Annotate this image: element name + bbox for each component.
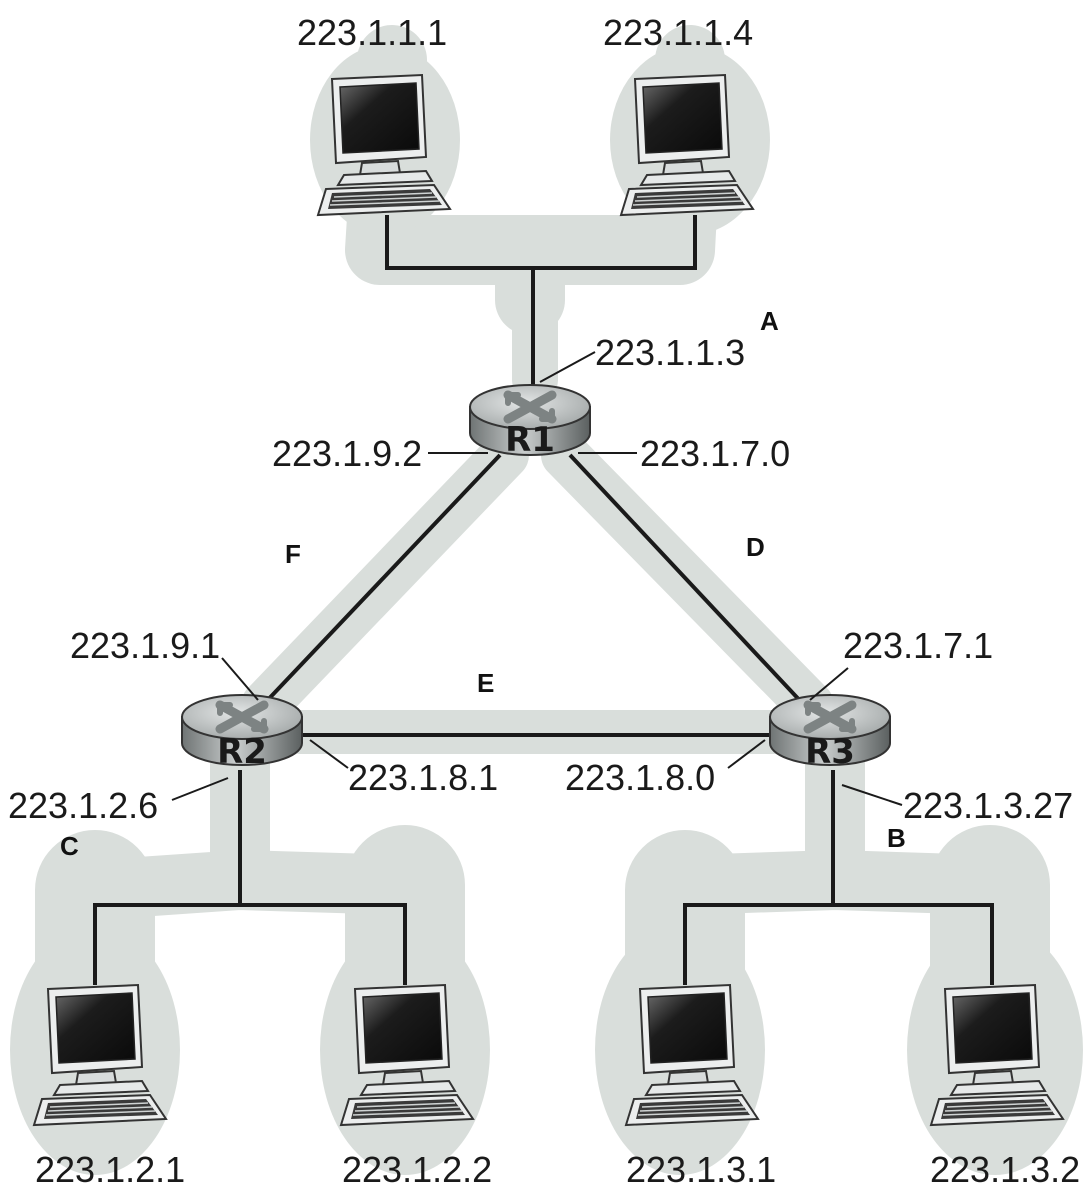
- interface-leaders: [171, 351, 903, 806]
- router-label: R1: [505, 420, 555, 460]
- interface-label: 223.1.9.2: [272, 433, 422, 474]
- host-label: 223.1.3.1: [626, 1149, 776, 1190]
- subnet-shading: [10, 25, 1083, 1175]
- link-subnet-a: [385, 215, 697, 388]
- router-r3: R3: [770, 695, 890, 772]
- subnet-label-e: E: [477, 668, 494, 698]
- interface-label: 223.1.3.27: [903, 785, 1073, 826]
- links: [93, 215, 994, 985]
- subnet-label-b: B: [887, 823, 906, 853]
- router-r1: R1: [470, 385, 590, 460]
- router-label: R3: [805, 732, 855, 772]
- interface-label: 223.1.2.6: [8, 785, 158, 826]
- host-label: 223.1.1.4: [603, 12, 753, 53]
- router-r2: R2: [182, 695, 302, 772]
- host-label: 223.1.3.2: [930, 1149, 1080, 1190]
- subnet-label-c: C: [60, 831, 79, 861]
- subnet-label-a: A: [760, 306, 779, 336]
- interface-label: 223.1.7.0: [640, 433, 790, 474]
- interface-label: 223.1.8.0: [565, 757, 715, 798]
- interface-label: 223.1.1.3: [595, 332, 745, 373]
- link-subnet-c: [93, 770, 407, 985]
- subnet-label-d: D: [746, 532, 765, 562]
- link-subnet-f: [260, 453, 502, 708]
- subnet-label-f: F: [285, 539, 301, 569]
- interface-label: 223.1.7.1: [843, 625, 993, 666]
- link-subnet-d: [568, 453, 807, 708]
- router-label: R2: [217, 732, 267, 772]
- interface-label: 223.1.9.1: [70, 625, 220, 666]
- interface-label: 223.1.8.1: [348, 757, 498, 798]
- host-label: 223.1.2.2: [342, 1149, 492, 1190]
- host-label: 223.1.2.1: [35, 1149, 185, 1190]
- host-label: 223.1.1.1: [297, 12, 447, 53]
- link-subnet-b: [683, 770, 994, 985]
